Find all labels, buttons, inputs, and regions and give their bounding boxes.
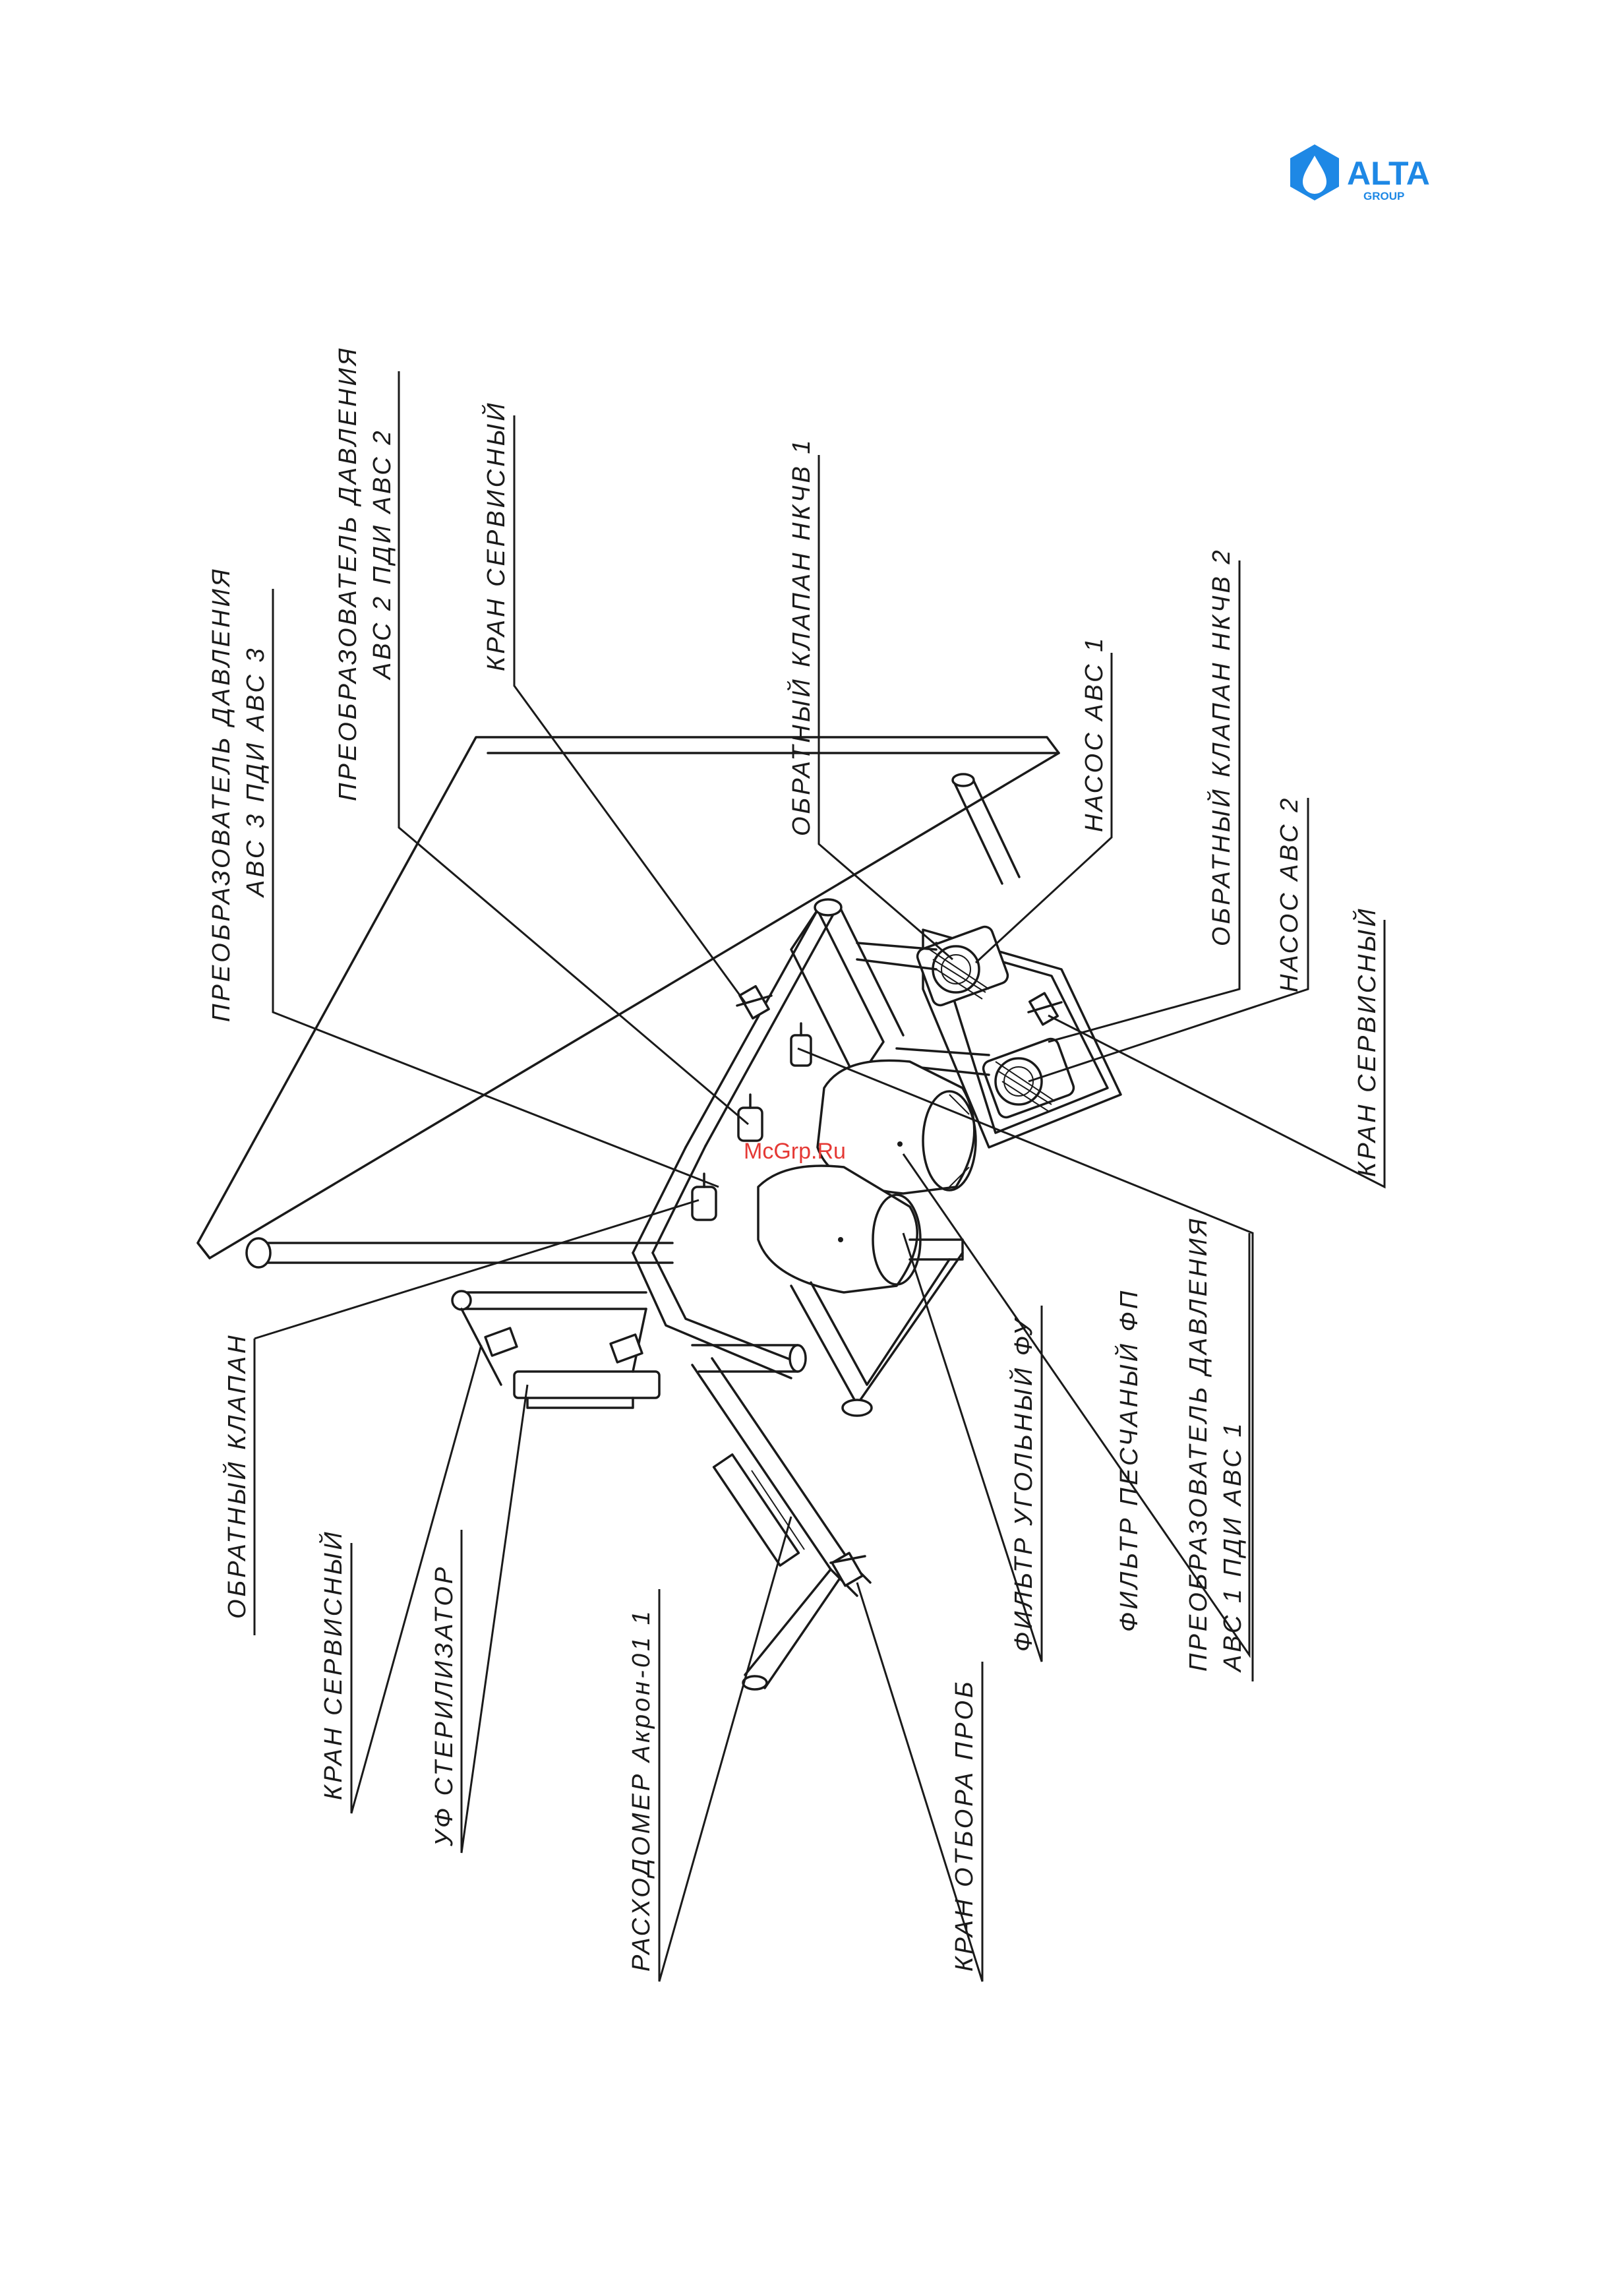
service-valve-top-drawing — [736, 984, 773, 1020]
logo-drop-icon — [1303, 156, 1326, 194]
label-flowmeter: РАСХОДОМЕР Акрон-01 1 — [628, 1608, 655, 1972]
label-check-valve-nkchv2: ОБРАТНЫЙ КЛАПАН НКЧВ 2 — [1206, 547, 1236, 946]
logo-sub: GROUP — [1363, 190, 1404, 202]
label-carbon-filter: ФИЛЬТР УГОЛЬНЫЙ ФУ — [1009, 1317, 1038, 1652]
pump-avc2 — [982, 1037, 1075, 1119]
label-check-valve: ОБРАТНЫЙ КЛАПАН — [222, 1333, 251, 1619]
label-pump-avc1: НАСОС АВС 1 — [1081, 636, 1108, 832]
label-service-valve-left: КРАН СЕРВИСНЫЙ — [318, 1529, 347, 1800]
label-check-valve-nkchv1: ОБРАТНЫЙ КЛАПАН НКЧВ 1 — [787, 437, 816, 836]
leader-lines — [253, 371, 1386, 1982]
label-pressure-avc1-line1: ПРЕОБРАЗОВАТЕЛЬ ДАВЛЕНИЯ — [1185, 1216, 1212, 1672]
label-pump-avc2: НАСОС АВС 2 — [1276, 796, 1303, 992]
label-service-valve-top: КРАН СЕРВИСНЫЙ — [481, 400, 510, 671]
label-pressure-avc3-line1: ПРЕОБРАЗОВАТЕЛЬ ДАВЛЕНИЯ — [208, 566, 235, 1022]
label-pressure-avc2-line2: АВС 2 ПДИ АВС 2 — [369, 428, 396, 680]
label-uv-sterilizer: УФ СТЕРИЛИЗАТОР — [431, 1565, 458, 1847]
uv-sterilizer-drawing — [451, 1290, 661, 1409]
label-sampling-valve: КРАН ОТБОРА ПРОБ — [951, 1679, 978, 1972]
pump-avc1 — [916, 925, 1009, 1007]
carbon-filter-drawing — [757, 1164, 922, 1294]
logo-name: ALTA — [1347, 155, 1430, 192]
base-frame — [196, 736, 1060, 1259]
watermark: McGrp.Ru — [744, 1139, 846, 1164]
label-pressure-avc1-line2: АВС 1 ПДИ АВС 1 — [1219, 1420, 1247, 1673]
alta-logo: ALTA GROUP — [1290, 144, 1430, 202]
frame-pipe — [257, 1242, 674, 1264]
label-service-valve-right: КРАН СЕРВИСНЫЙ — [1352, 906, 1381, 1177]
labels: ПРЕОБРАЗОВАТЕЛЬ ДАВЛЕНИЯ АВС 3 ПДИ АВС 3… — [208, 346, 1381, 1972]
pressure-sensors-drawing — [691, 1022, 812, 1221]
label-pressure-avc2-line1: ПРЕОБРАЗОВАТЕЛЬ ДАВЛЕНИЯ — [334, 346, 362, 801]
flowmeter-drawing — [691, 1357, 852, 1571]
equipment-drawing — [196, 736, 1122, 1691]
pump-skid — [922, 928, 1122, 1149]
sampling-valve-drawing — [829, 1552, 866, 1587]
label-sand-filter: ФИЛЬТР ПЕСЧАНЫЙ ФП — [1114, 1288, 1143, 1632]
label-pressure-avc3-line2: АВС 3 ПДИ АВС 3 — [242, 646, 270, 898]
